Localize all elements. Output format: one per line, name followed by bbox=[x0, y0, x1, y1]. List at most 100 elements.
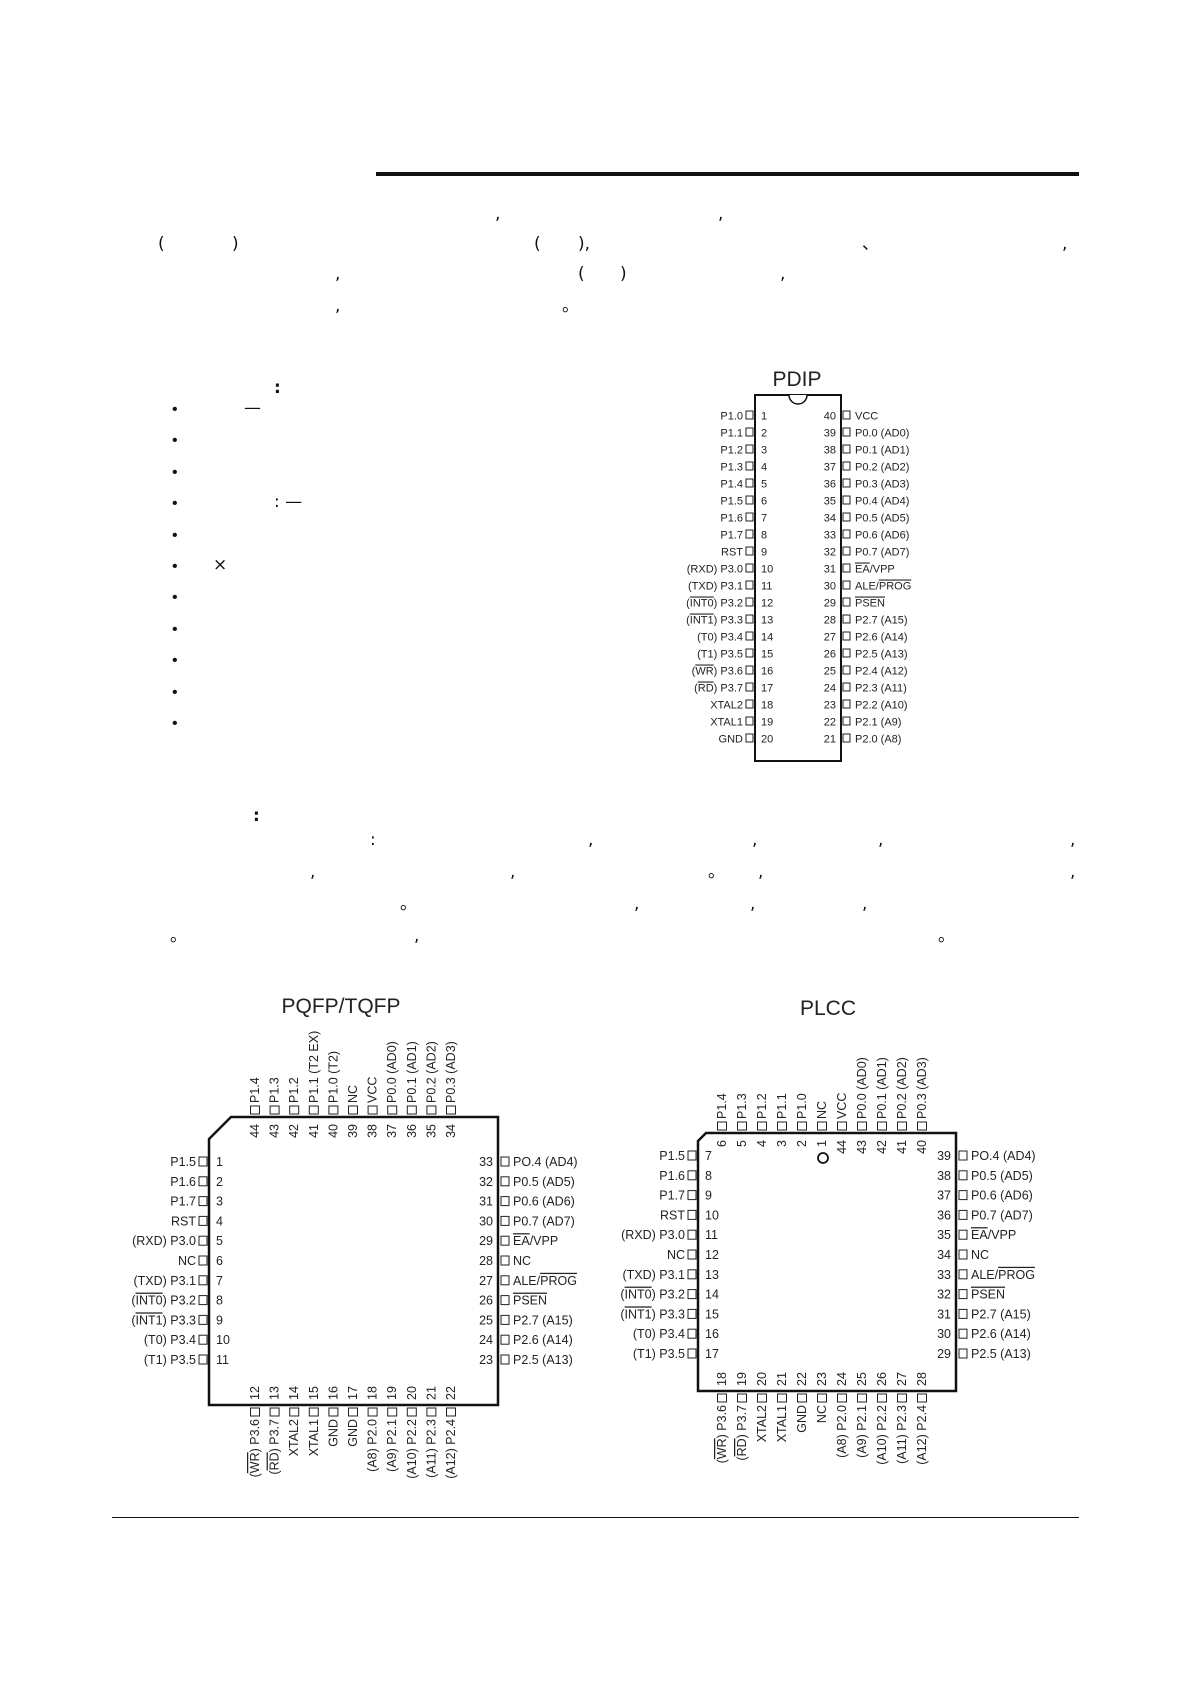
pin-number: 18 bbox=[366, 1386, 380, 1400]
pin-number: 22 bbox=[824, 717, 836, 729]
pin-label: NC bbox=[346, 1085, 360, 1103]
pin-label: (RD) P3.7 bbox=[735, 1405, 749, 1461]
pin-number: 30 bbox=[824, 581, 836, 593]
pin-marker bbox=[837, 1121, 847, 1131]
pin-marker bbox=[406, 1407, 417, 1417]
pin-marker bbox=[842, 614, 851, 624]
pin-number: 29 bbox=[937, 1347, 951, 1361]
pin-number: 8 bbox=[216, 1294, 223, 1308]
pin-marker bbox=[737, 1393, 747, 1403]
pin-label: (T1) P3.5 bbox=[144, 1353, 196, 1367]
pin-number: 28 bbox=[479, 1254, 493, 1268]
pin-marker bbox=[500, 1235, 510, 1246]
pin-label: GND bbox=[719, 734, 744, 746]
punctuation-mark: , bbox=[752, 830, 758, 850]
pin-marker bbox=[745, 614, 754, 624]
pin-marker bbox=[842, 478, 851, 488]
pin-marker bbox=[328, 1407, 339, 1417]
pin-label: (T0) P3.4 bbox=[144, 1333, 196, 1347]
pin-marker bbox=[817, 1121, 827, 1131]
footer-rule bbox=[112, 1517, 1079, 1518]
pin-number: 37 bbox=[937, 1189, 951, 1203]
punctuation-mark: ) bbox=[232, 234, 239, 254]
pin-label: P1.7 bbox=[720, 530, 743, 542]
pin-label: P1.1 bbox=[775, 1093, 789, 1119]
pin-marker bbox=[842, 648, 851, 658]
pin-marker bbox=[745, 444, 754, 454]
pin-marker bbox=[857, 1393, 867, 1403]
pin-label: P2.1 (A9) bbox=[855, 717, 901, 729]
pin-number: 12 bbox=[248, 1386, 262, 1400]
pin-label: P1.4 bbox=[720, 479, 743, 491]
pin-label: (T1) P3.5 bbox=[697, 649, 743, 661]
pin-number: 5 bbox=[735, 1140, 749, 1147]
pin-number: 40 bbox=[326, 1124, 340, 1138]
punctuation-mark: , bbox=[335, 264, 341, 284]
pin-marker bbox=[837, 1393, 847, 1403]
pin-marker bbox=[958, 1289, 968, 1300]
header-rule bbox=[376, 172, 1079, 176]
pin-label: XTAL1 bbox=[710, 717, 743, 729]
punctuation-mark: ), bbox=[578, 234, 591, 254]
pin-number: 19 bbox=[761, 717, 773, 729]
pin-marker bbox=[745, 512, 754, 522]
punctuation-mark: , bbox=[310, 862, 316, 882]
pin-label: (TXD) P3.1 bbox=[688, 581, 743, 593]
pin-number: 36 bbox=[937, 1208, 951, 1222]
pin-marker bbox=[842, 580, 851, 590]
pin-label: NC bbox=[667, 1248, 685, 1262]
pin-marker bbox=[500, 1314, 510, 1325]
pin-marker bbox=[500, 1334, 510, 1345]
pin-number: 18 bbox=[715, 1372, 729, 1386]
pin-marker bbox=[367, 1407, 378, 1417]
pin-label: (A10) P2.2 bbox=[875, 1405, 889, 1465]
pin-label: P1.6 bbox=[659, 1169, 685, 1183]
pin-label: (T1) P3.5 bbox=[633, 1347, 685, 1361]
punctuation-mark: , bbox=[750, 894, 756, 914]
pin-marker bbox=[958, 1269, 968, 1280]
pin-label: P0.1 (AD1) bbox=[405, 1041, 419, 1103]
pin-number: 13 bbox=[761, 615, 773, 627]
punctuation-mark: , bbox=[718, 204, 724, 224]
pin-label: P2.5 (A13) bbox=[855, 649, 908, 661]
pin-number: 38 bbox=[366, 1124, 380, 1138]
pin-number: 25 bbox=[855, 1372, 869, 1386]
pin-marker bbox=[757, 1121, 767, 1131]
punctuation-mark: , bbox=[414, 926, 420, 946]
pin-number: 5 bbox=[761, 479, 767, 491]
pin-number: 14 bbox=[761, 632, 773, 644]
punctuation-mark: , bbox=[1062, 234, 1068, 254]
pin-marker bbox=[777, 1393, 787, 1403]
pin-number: 12 bbox=[761, 598, 773, 610]
pin-label: (A9) P2.1 bbox=[855, 1405, 869, 1458]
pin-number: 35 bbox=[824, 496, 836, 508]
pin-label: P0.2 (AD2) bbox=[855, 462, 909, 474]
pin-marker bbox=[687, 1229, 697, 1240]
pin-number: 9 bbox=[216, 1313, 223, 1327]
pin-number: 1 bbox=[216, 1155, 223, 1169]
pin-number: 22 bbox=[444, 1386, 458, 1400]
pin-marker bbox=[745, 580, 754, 590]
pin-label: P0.1 (AD1) bbox=[875, 1057, 889, 1119]
pin-number: 32 bbox=[479, 1175, 493, 1189]
pin-marker bbox=[745, 597, 754, 607]
pin-label: P1.0 bbox=[720, 411, 743, 423]
pin-label: (A12) P2.4 bbox=[915, 1405, 929, 1465]
pin-number: 39 bbox=[824, 428, 836, 440]
pin-number: 9 bbox=[705, 1189, 712, 1203]
pin-label: GND bbox=[795, 1405, 809, 1433]
pin-label: ALE/PROG bbox=[971, 1268, 1035, 1282]
pdip-notch bbox=[788, 394, 808, 405]
pin-number: 38 bbox=[824, 445, 836, 457]
pin-label: NC bbox=[815, 1101, 829, 1119]
pin-number: 36 bbox=[824, 479, 836, 491]
pin-label: ALE/PROG bbox=[513, 1274, 577, 1288]
pin-label: (INT0) P3.2 bbox=[686, 598, 743, 610]
pin-marker bbox=[687, 1150, 697, 1161]
pin-number: 31 bbox=[937, 1307, 951, 1321]
pin-label: P1.3 bbox=[735, 1093, 749, 1119]
pin-marker bbox=[958, 1308, 968, 1319]
pin-marker bbox=[687, 1190, 697, 1201]
pin-label: EA/VPP bbox=[513, 1234, 558, 1248]
